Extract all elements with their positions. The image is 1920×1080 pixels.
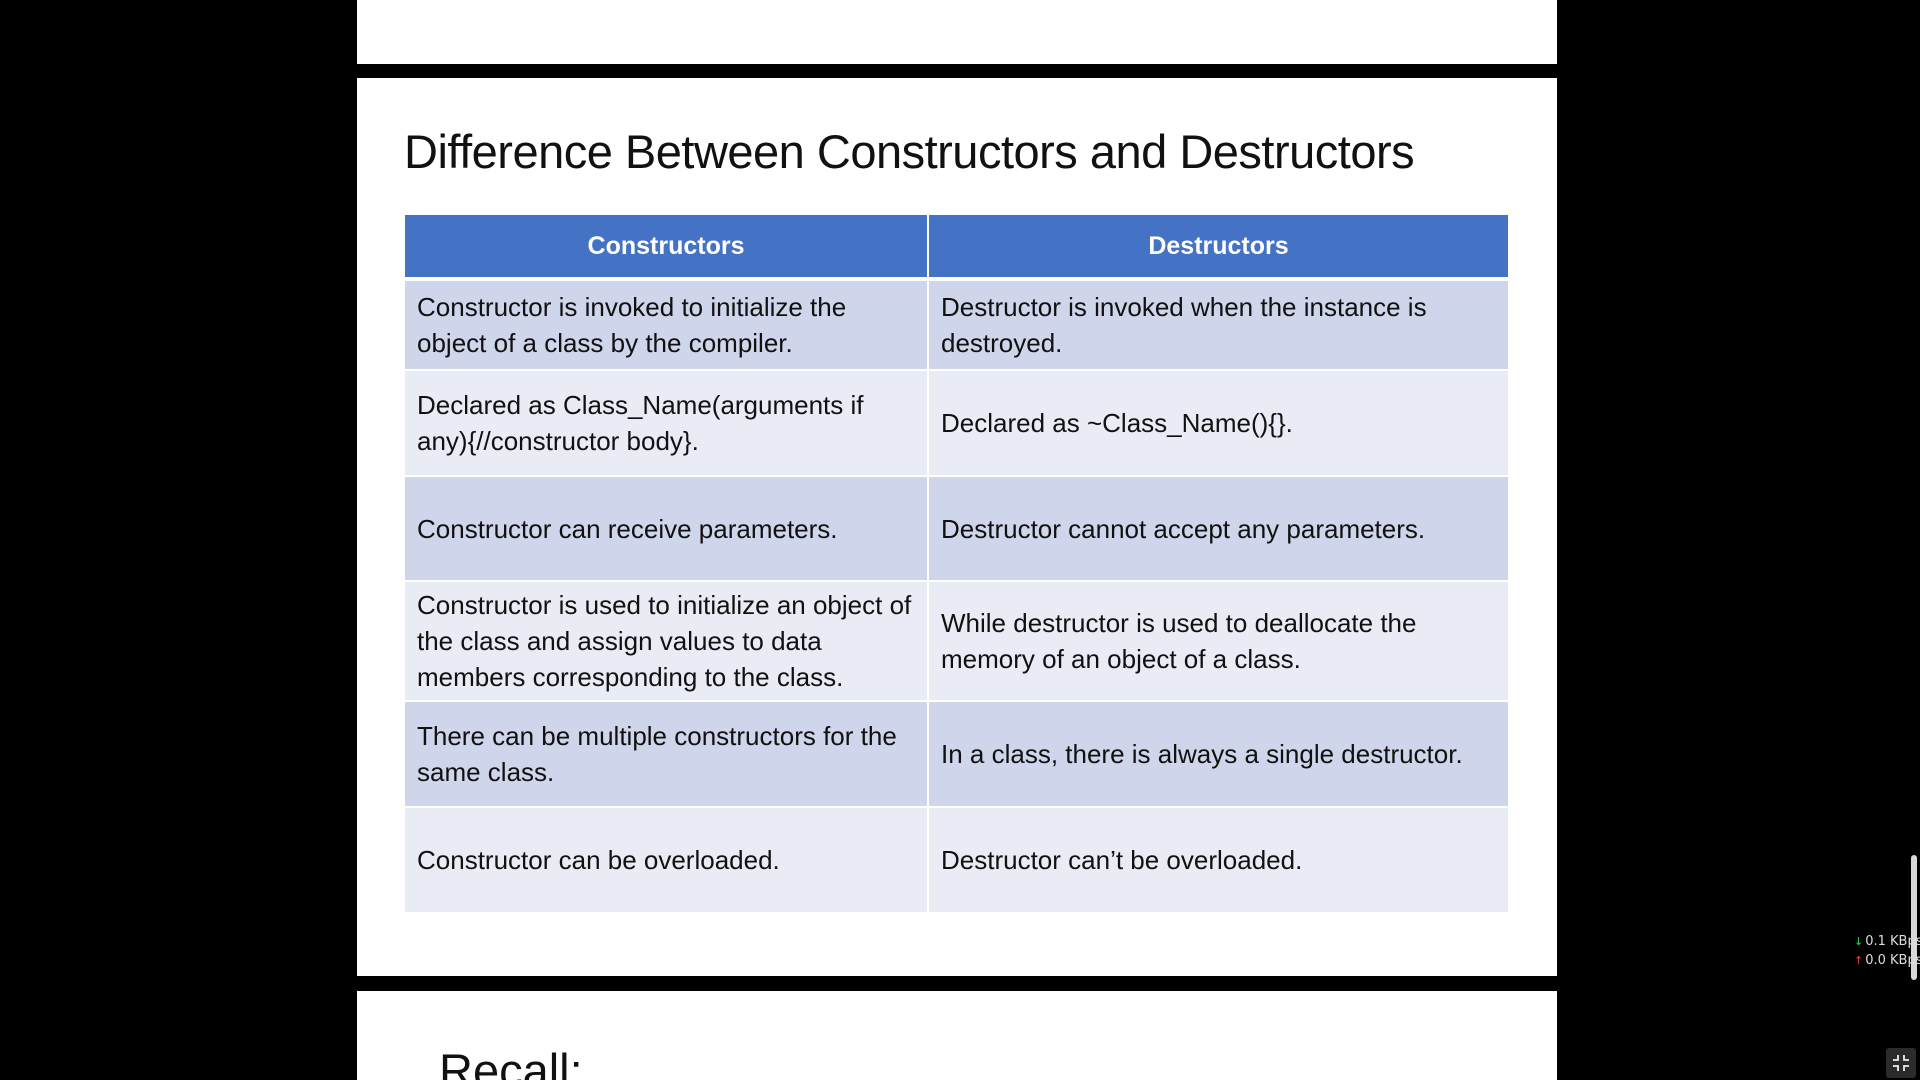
table-cell: Constructor can be overloaded. <box>405 807 929 914</box>
table-cell: Constructor is invoked to initialize the… <box>405 279 929 371</box>
scrollbar-thumb[interactable] <box>1911 855 1917 980</box>
table-cell: Constructor can receive parameters. <box>405 476 929 582</box>
download-speed: ↓0.1 KBps <box>1854 932 1920 951</box>
comparison-table: Constructors Destructors Constructor is … <box>405 215 1508 914</box>
slide-title: Difference Between Constructors and Dest… <box>404 125 1415 178</box>
table-cell: Constructor is used to initialize an obj… <box>405 581 929 702</box>
table-cell: Destructor can’t be overloaded. <box>928 807 1508 914</box>
upload-speed: ↑0.0 KBps <box>1854 951 1920 970</box>
table-cell: Declared as ~Class_Name(){}. <box>928 370 1508 477</box>
table-row: Declared as Class_Name(arguments if any)… <box>405 370 1508 477</box>
current-slide[interactable]: Difference Between Constructors and Dest… <box>357 78 1557 976</box>
table-cell: In a class, there is always a single des… <box>928 701 1508 808</box>
table-row: Constructor can be overloaded. Destructo… <box>405 807 1508 914</box>
table-row: Constructor is invoked to initialize the… <box>405 279 1508 371</box>
download-speed-value: 0.1 KBps <box>1865 934 1920 949</box>
table-row: There can be multiple constructors for t… <box>405 701 1508 808</box>
table-cell: While destructor is used to deallocate t… <box>928 581 1508 702</box>
arrow-down-icon: ↓ <box>1854 935 1864 948</box>
network-speed-meter: ↓0.1 KBps ↑0.0 KBps <box>1854 932 1920 970</box>
exit-fullscreen-icon[interactable] <box>1886 1048 1916 1078</box>
table-header-row: Constructors Destructors <box>405 215 1508 281</box>
table-cell: Destructor is invoked when the instance … <box>928 279 1508 371</box>
table-row: Constructor is used to initialize an obj… <box>405 581 1508 702</box>
column-header-destructors: Destructors <box>928 215 1508 281</box>
table-cell: Declared as Class_Name(arguments if any)… <box>405 370 929 477</box>
upload-speed-value: 0.0 KBps <box>1865 953 1920 968</box>
next-slide[interactable]: Recall: <box>357 991 1557 1080</box>
table-row: Constructor can receive parameters. Dest… <box>405 476 1508 582</box>
previous-slide[interactable] <box>357 0 1557 64</box>
table-cell: There can be multiple constructors for t… <box>405 701 929 808</box>
table-cell: Destructor cannot accept any parameters. <box>928 476 1508 582</box>
column-header-constructors: Constructors <box>405 215 929 281</box>
arrow-up-icon: ↑ <box>1854 954 1864 967</box>
next-slide-title: Recall: <box>439 1044 583 1080</box>
